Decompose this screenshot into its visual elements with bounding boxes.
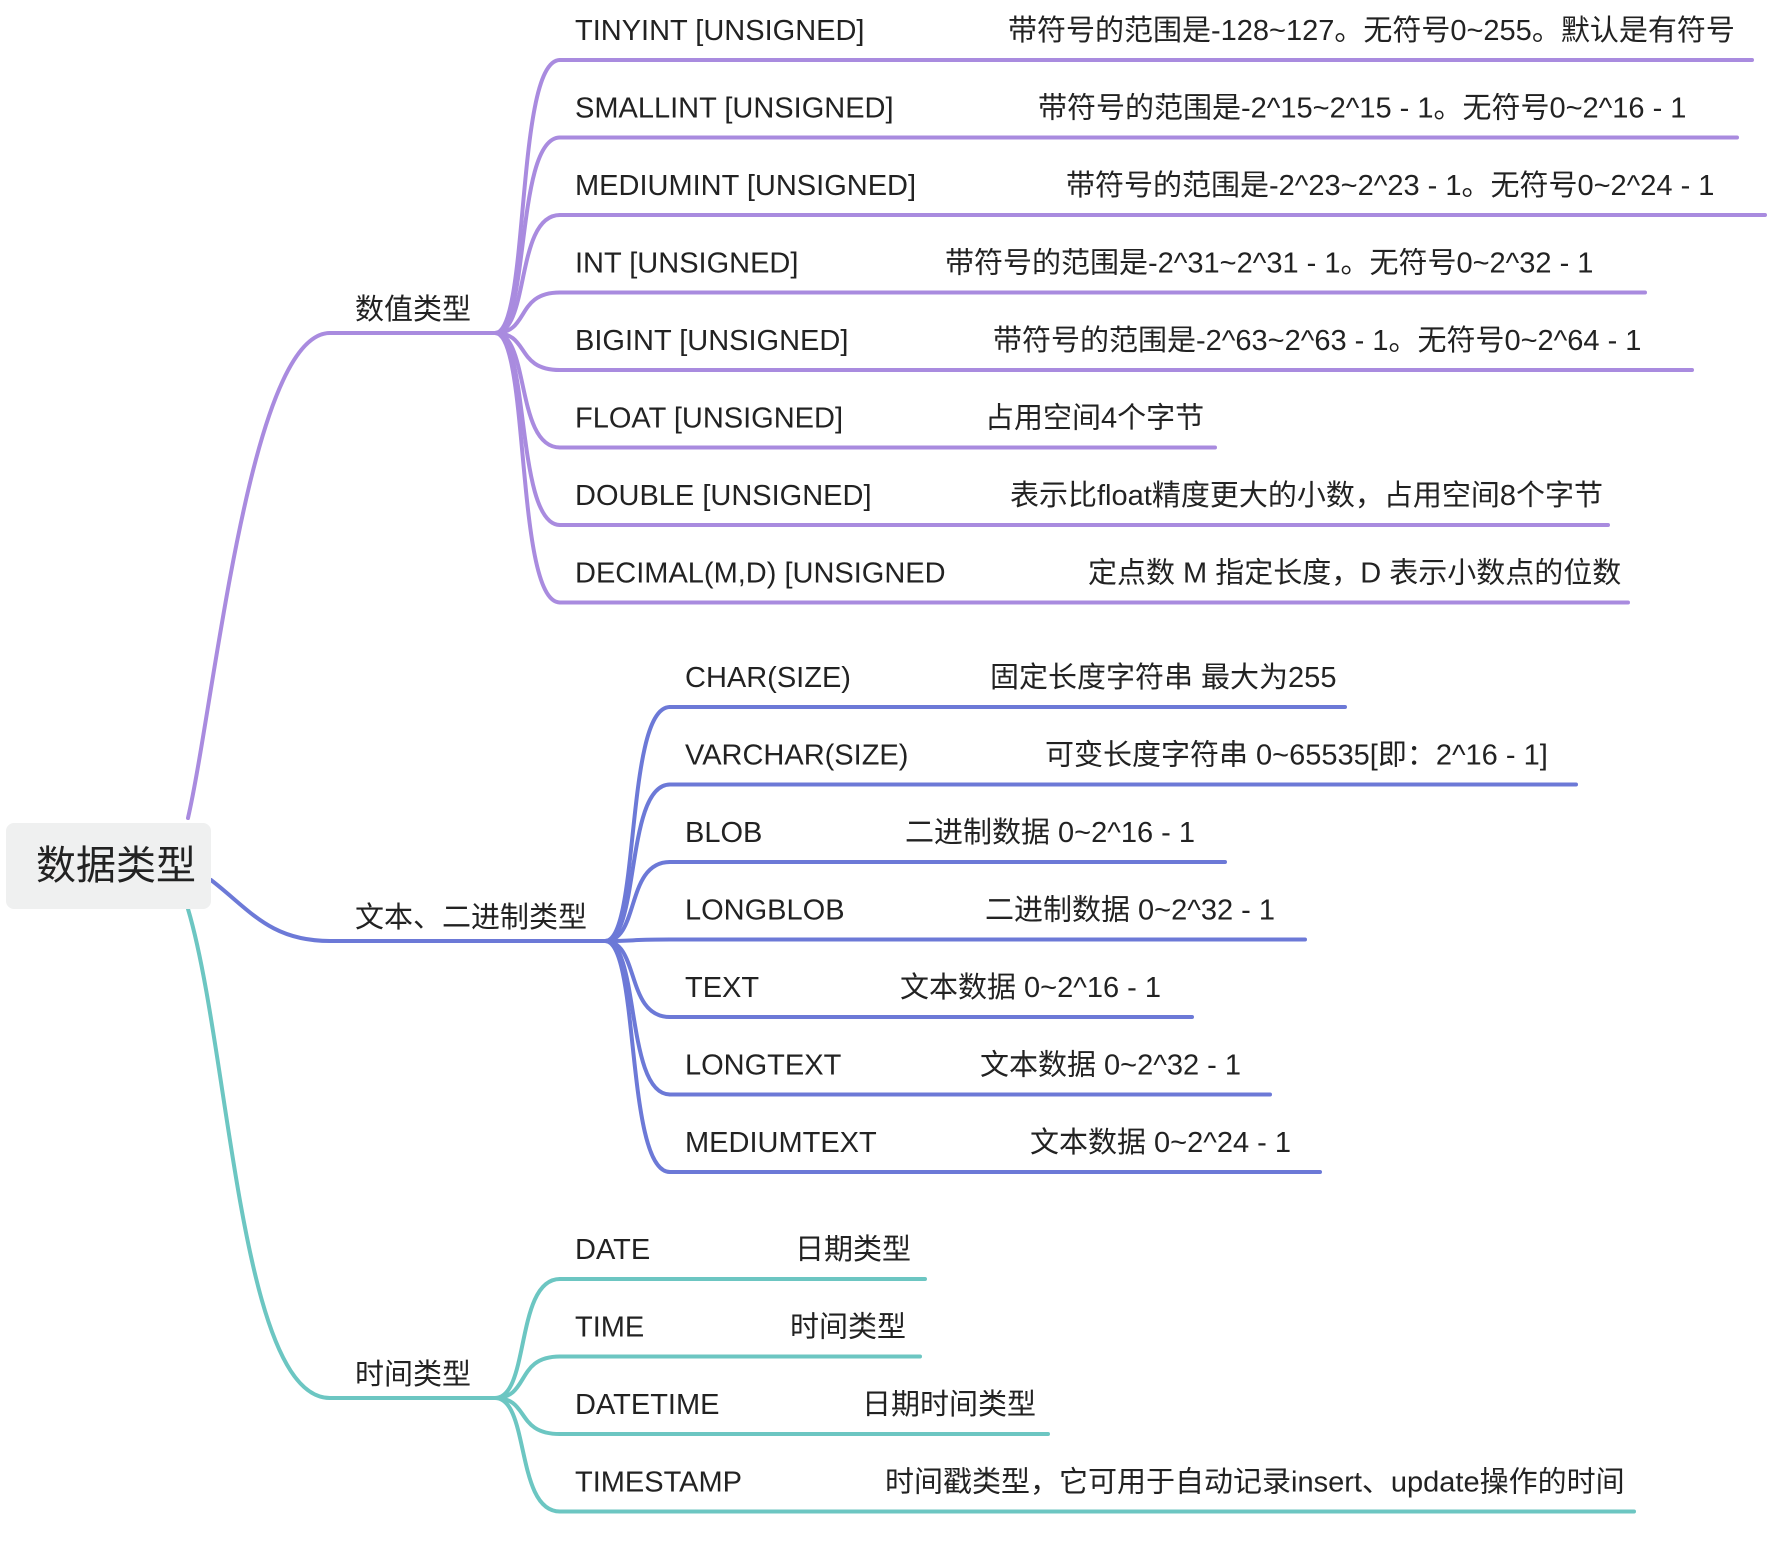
numeric-leaf-node[interactable]: DECIMAL(M,D) [UNSIGNED 定点数 M 指定长度，D 表示小数点… (575, 557, 1621, 590)
numeric-leaf-node[interactable]: INT [UNSIGNED] 带符号的范围是-2^31~2^31 - 1。无符号0… (575, 247, 1593, 280)
numeric-leaf-node[interactable]: BIGINT [UNSIGNED] 带符号的范围是-2^63~2^63 - 1。无… (575, 324, 1641, 357)
leaf-type-label: MEDIUMTEXT (685, 1127, 877, 1159)
numeric-leaf-connector (493, 213, 562, 335)
leaf-type-label: SMALLINT [UNSIGNED] (575, 93, 894, 125)
numeric-leaf-node[interactable]: FLOAT [UNSIGNED] 占用空间4个字节 (575, 402, 1204, 435)
text-leaf-node[interactable]: LONGTEXT 文本数据 0~2^32 - 1 (685, 1049, 1241, 1082)
time-leaf-node[interactable]: TIME 时间类型 (575, 1311, 906, 1344)
leaf-description-label: 时间戳类型，它可用于自动记录insert、update操作的时间 (885, 1466, 1625, 1499)
numeric-leaf-connector (493, 135, 562, 335)
leaf-type-label: DOUBLE [UNSIGNED] (575, 480, 872, 512)
time-root-connector (186, 907, 332, 1400)
leaf-description-label: 文本数据 0~2^32 - 1 (980, 1049, 1241, 1082)
text-leaf-node[interactable]: MEDIUMTEXT 文本数据 0~2^24 - 1 (685, 1126, 1291, 1159)
time-leaf-node[interactable]: DATETIME 日期时间类型 (575, 1388, 1036, 1421)
root-node[interactable]: 数据类型 (6, 823, 211, 909)
text-leaf-node[interactable]: BLOB 二进制数据 0~2^16 - 1 (685, 816, 1195, 849)
leaf-type-label: TINYINT [UNSIGNED] (575, 15, 865, 47)
numeric-root-connector (186, 331, 332, 820)
leaf-type-label: LONGTEXT (685, 1050, 842, 1082)
leaf-type-label: TIME (575, 1312, 644, 1344)
leaf-description-label: 文本数据 0~2^24 - 1 (1030, 1126, 1291, 1159)
leaf-description-label: 表示比float精度更大的小数，占用空间8个字节 (1010, 479, 1603, 512)
leaf-description-label: 固定长度字符串 最大为255 (990, 661, 1336, 694)
numeric-category-label: 数值类型 (355, 293, 471, 326)
text-leaf-connector (603, 937, 672, 943)
text-leaf-connector (603, 782, 672, 943)
leaf-description-label: 带符号的范围是-2^15~2^15 - 1。无符号0~2^16 - 1 (1038, 92, 1686, 125)
leaf-description-label: 日期时间类型 (862, 1388, 1036, 1421)
leaf-type-label: DECIMAL(M,D) [UNSIGNED (575, 558, 946, 590)
text-leaf-node[interactable]: CHAR(SIZE) 固定长度字符串 最大为255 (685, 661, 1336, 694)
time-leaf-node[interactable]: TIMESTAMP 时间戳类型，它可用于自动记录insert、update操作的时… (575, 1466, 1625, 1499)
time-category-label: 时间类型 (355, 1358, 471, 1391)
leaf-description-label: 文本数据 0~2^16 - 1 (900, 971, 1161, 1004)
text-leaf-node[interactable]: TEXT 文本数据 0~2^16 - 1 (685, 971, 1161, 1004)
text-leaf-connector (603, 939, 672, 1174)
leaf-description-label: 日期类型 (795, 1233, 911, 1266)
leaf-description-label: 带符号的范围是-2^63~2^63 - 1。无符号0~2^64 - 1 (993, 324, 1641, 357)
text-leaf-connector (603, 860, 672, 943)
leaf-description-label: 占用空间4个字节 (985, 402, 1204, 435)
numeric-leaf-node[interactable]: SMALLINT [UNSIGNED] 带符号的范围是-2^15~2^15 - 1… (575, 92, 1686, 125)
text-leaf-node[interactable]: LONGBLOB 二进制数据 0~2^32 - 1 (685, 894, 1275, 927)
leaf-description-label: 带符号的范围是-2^23~2^23 - 1。无符号0~2^24 - 1 (1066, 169, 1714, 202)
text-category-node[interactable]: 文本、二进制类型 (355, 901, 587, 934)
numeric-leaf-node[interactable]: MEDIUMINT [UNSIGNED] 带符号的范围是-2^23~2^23 - … (575, 169, 1714, 202)
numeric-leaf-node[interactable]: TINYINT [UNSIGNED] 带符号的范围是-128~127。无符号0~2… (575, 14, 1735, 47)
leaf-description-label: 二进制数据 0~2^32 - 1 (985, 894, 1275, 927)
time-category-node[interactable]: 时间类型 (355, 1358, 471, 1391)
numeric-leaf-connector (493, 290, 562, 335)
leaf-description-label: 定点数 M 指定长度，D 表示小数点的位数 (1088, 557, 1621, 590)
leaf-type-label: LONGBLOB (685, 895, 845, 927)
leaf-description-label: 带符号的范围是-128~127。无符号0~255。默认是有符号 (1008, 14, 1735, 47)
leaf-type-label: TIMESTAMP (575, 1467, 742, 1499)
numeric-category-node[interactable]: 数值类型 (355, 293, 471, 326)
time-leaf-node[interactable]: DATE 日期类型 (575, 1233, 911, 1266)
text-leaf-node[interactable]: VARCHAR(SIZE) 可变长度字符串 0~65535[即：2^16 - 1] (685, 739, 1548, 772)
text-leaf-connector (603, 705, 672, 943)
time-leaf-connector (493, 1354, 562, 1400)
leaf-type-label: INT [UNSIGNED] (575, 248, 798, 280)
numeric-leaf-connector (493, 331, 562, 450)
root-node-box (6, 823, 211, 909)
leaf-type-label: CHAR(SIZE) (685, 662, 851, 694)
time-leaf-connector (493, 1396, 562, 1514)
connector-lines (186, 58, 672, 1514)
leaf-type-label: BIGINT [UNSIGNED] (575, 325, 848, 357)
branch-nodes: 数值类型 TINYINT [UNSIGNED] 带符号的范围是-128~127。无符… (355, 14, 1735, 1499)
leaf-description-label: 时间类型 (790, 1311, 906, 1344)
leaf-description-label: 二进制数据 0~2^16 - 1 (905, 816, 1195, 849)
leaf-description-label: 带符号的范围是-2^31~2^31 - 1。无符号0~2^32 - 1 (945, 247, 1593, 280)
numeric-leaf-connector (493, 331, 562, 605)
time-leaf-connector (493, 1277, 562, 1400)
numeric-leaf-node[interactable]: DOUBLE [UNSIGNED] 表示比float精度更大的小数，占用空间8个字… (575, 479, 1603, 512)
leaf-type-label: MEDIUMINT [UNSIGNED] (575, 170, 916, 202)
root-node-label: 数据类型 (36, 844, 196, 888)
leaf-type-label: TEXT (685, 972, 759, 1004)
text-root-connector (209, 878, 332, 943)
leaf-type-label: DATE (575, 1234, 650, 1266)
text-category-label: 文本、二进制类型 (355, 901, 587, 934)
leaf-type-label: FLOAT [UNSIGNED] (575, 403, 843, 435)
leaf-type-label: DATETIME (575, 1389, 719, 1421)
leaf-description-label: 可变长度字符串 0~65535[即：2^16 - 1] (1045, 739, 1548, 772)
leaf-type-label: VARCHAR(SIZE) (685, 740, 908, 772)
leaf-type-label: BLOB (685, 817, 762, 849)
node-underlines (328, 58, 1767, 1514)
